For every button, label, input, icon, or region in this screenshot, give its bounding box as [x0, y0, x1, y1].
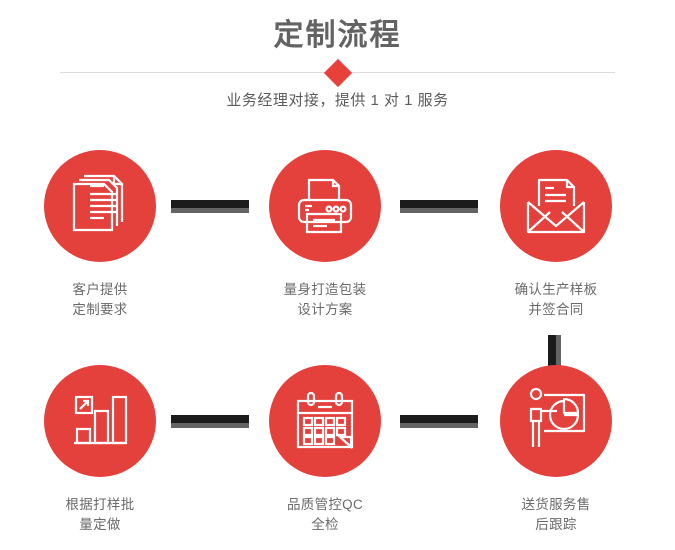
connector-bar: [171, 200, 249, 208]
connector-step4-step5: [171, 415, 249, 428]
connector-step5-step6: [400, 415, 478, 428]
bar-chart-growth-icon: [74, 395, 128, 445]
connector-bar: [548, 335, 556, 372]
step-5-label: 品质管控QC 全检: [286, 497, 364, 532]
step-5-icon-circle: [269, 365, 381, 477]
connector-step1-step2: [171, 200, 249, 213]
connector-step2-step3: [400, 200, 478, 213]
process-step-3: 确认生产样板 并签合同: [461, 150, 651, 320]
connector-shadow: [400, 423, 478, 428]
step-6-label: 送货服务售 后跟踪: [521, 497, 591, 532]
step-1-icon-circle: [44, 150, 156, 262]
envelope-letter-icon: [526, 178, 586, 234]
step-3-icon-circle: [500, 150, 612, 262]
step-2-label: 量身打造包装 设计方案: [283, 282, 367, 317]
connector-shadow: [556, 335, 561, 372]
process-step-5: 品质管控QC 全检: [230, 365, 420, 535]
step-2-icon-circle: [269, 150, 381, 262]
connector-step3-step6: [548, 335, 561, 372]
page-title: 定制流程: [273, 19, 402, 52]
header-divider: [60, 58, 615, 88]
step-3-label: 确认生产样板 并签合同: [514, 282, 598, 317]
calendar-icon: [296, 391, 354, 450]
process-step-4: 根据打样批 量定做: [5, 365, 195, 535]
process-flow: 客户提供 定制要求: [0, 150, 675, 550]
step-1-label: 客户提供 定制要求: [72, 282, 128, 317]
connector-bar: [171, 415, 249, 423]
diamond-marker-icon: [323, 58, 352, 88]
step-6-icon-circle: [500, 365, 612, 477]
process-step-1: 客户提供 定制要求: [5, 150, 195, 320]
step-4-label: 根据打样批 量定做: [65, 497, 135, 532]
process-step-6: 送货服务售 后跟踪: [461, 365, 651, 535]
connector-shadow: [171, 208, 249, 213]
page-subtitle: 业务经理对接，提供 1 对 1 服务: [226, 92, 449, 109]
presentation-pie-chart-icon: [529, 387, 586, 447]
process-step-2: 量身打造包装 设计方案: [230, 150, 420, 320]
connector-bar: [400, 415, 478, 423]
connector-shadow: [400, 208, 478, 213]
connector-shadow: [171, 423, 249, 428]
connector-bar: [400, 200, 478, 208]
printer-icon: [297, 178, 353, 234]
documents-stack-icon: [72, 174, 124, 232]
step-4-icon-circle: [44, 365, 156, 477]
